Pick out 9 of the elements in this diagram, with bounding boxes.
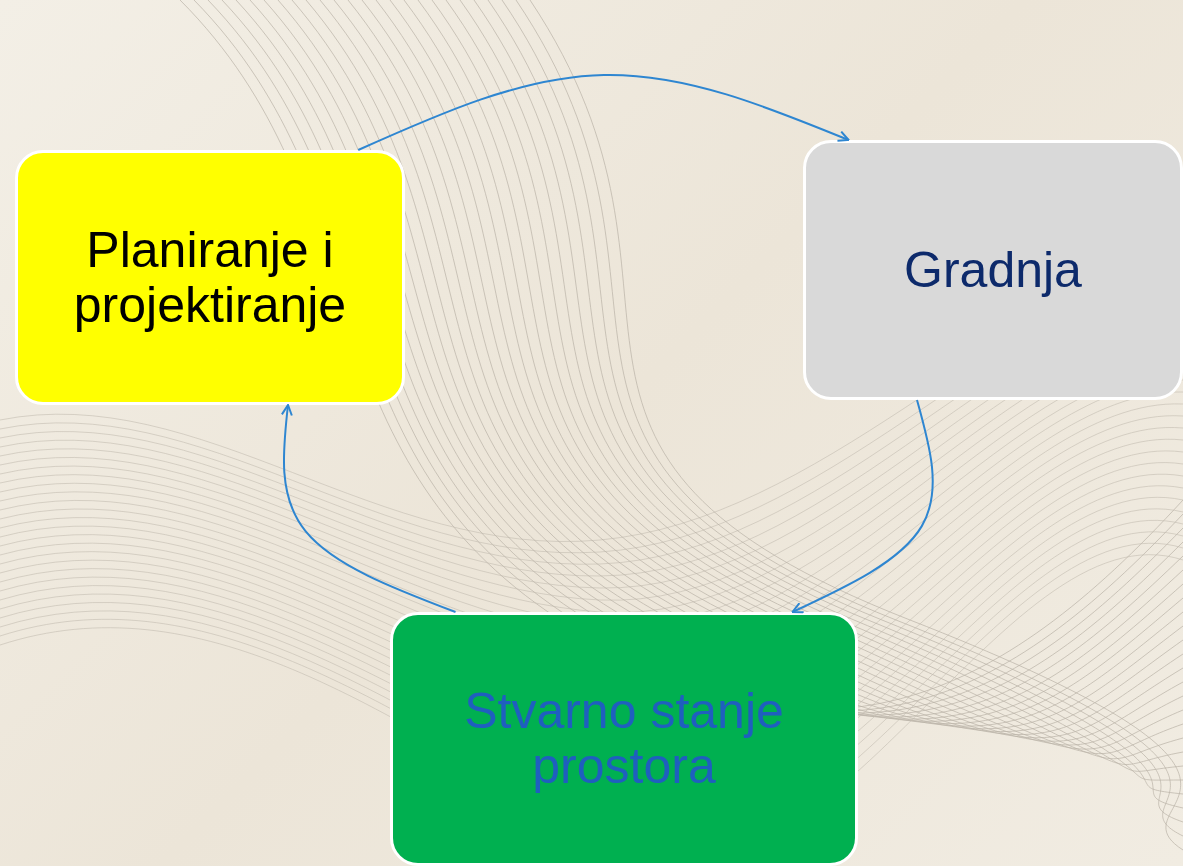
box-label: Gradnja	[904, 242, 1082, 298]
arrow	[357, 74, 850, 151]
arrow	[280, 404, 457, 613]
box-label: Stvarno stanje prostora	[463, 684, 785, 794]
process-box	[803, 140, 1183, 400]
arrow	[791, 399, 934, 614]
process-box	[15, 150, 405, 405]
box-label: Planiranje i projektiranje	[72, 222, 348, 333]
process-box	[390, 612, 858, 866]
